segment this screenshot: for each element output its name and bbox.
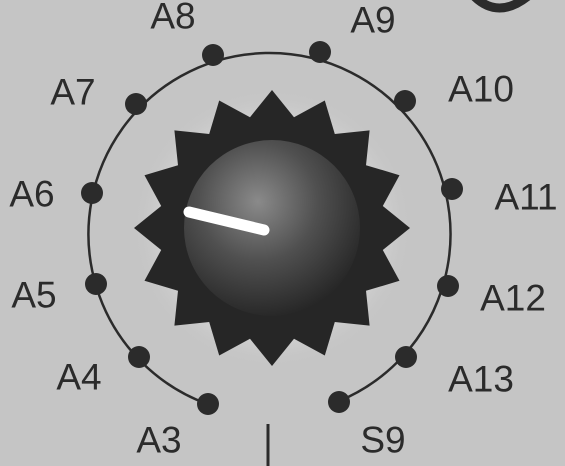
position-label-a10: A10 — [448, 68, 514, 110]
position-label-s9: S9 — [360, 419, 406, 461]
position-label-a3: A3 — [136, 419, 182, 461]
position-dot-a3[interactable] — [197, 393, 219, 415]
position-dot-a7[interactable] — [125, 93, 147, 115]
position-dot-a12[interactable] — [437, 275, 459, 297]
corner-decoration — [471, 0, 531, 13]
position-dot-a4[interactable] — [128, 346, 150, 368]
position-label-a11: A11 — [494, 176, 558, 218]
position-label-a6: A6 — [9, 173, 55, 215]
position-label-a5: A5 — [11, 274, 57, 316]
position-dot-a11[interactable] — [441, 178, 463, 200]
knob-face[interactable] — [184, 140, 360, 316]
position-label-a4: A4 — [56, 356, 102, 398]
position-label-a12: A12 — [480, 277, 546, 319]
position-dots — [81, 41, 463, 415]
position-dot-a13[interactable] — [395, 346, 417, 368]
position-dot-s9[interactable] — [328, 391, 350, 413]
position-label-a8: A8 — [150, 0, 196, 37]
position-dot-a10[interactable] — [394, 90, 416, 112]
position-dot-a6[interactable] — [81, 182, 103, 204]
position-dot-a9[interactable] — [309, 41, 331, 63]
position-label-a9: A9 — [350, 0, 396, 41]
position-dot-a5[interactable] — [85, 273, 107, 295]
knob-pointer — [183, 206, 270, 236]
position-dot-a8[interactable] — [202, 44, 224, 66]
position-label-a7: A7 — [50, 71, 96, 113]
position-label-a13: A13 — [448, 358, 514, 400]
